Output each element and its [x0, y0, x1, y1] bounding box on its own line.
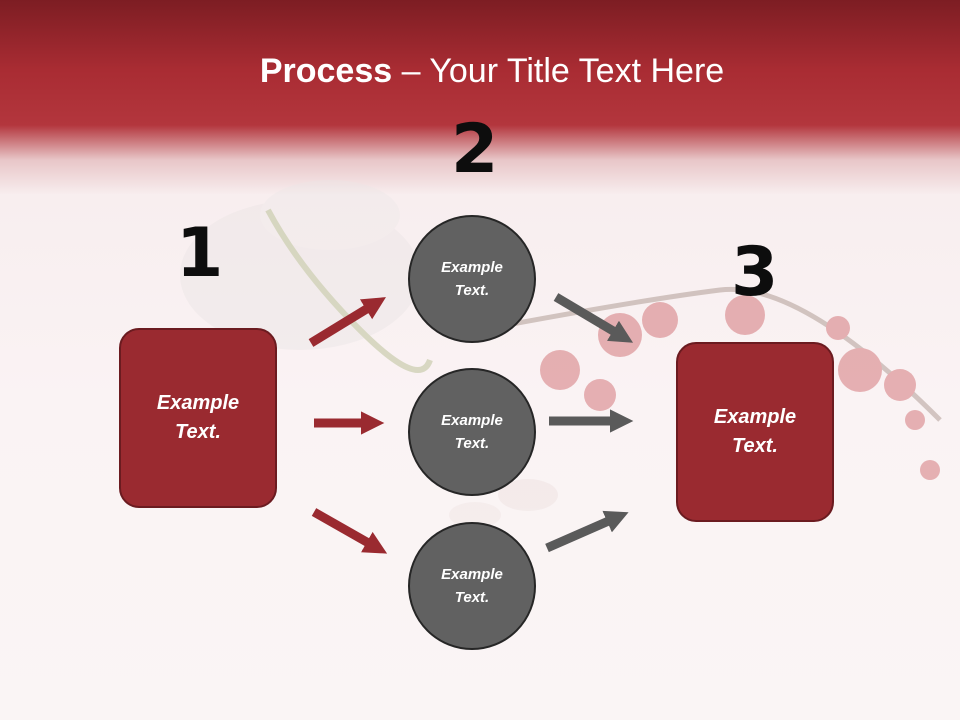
slide-title: Process – Your Title Text Here [0, 52, 960, 91]
circle-bottom[interactable]: Example Text. [408, 522, 536, 650]
circle-middle[interactable]: Example Text. [408, 368, 536, 496]
circle-top-label: Example Text. [441, 259, 503, 299]
title-bold: Process [259, 52, 393, 90]
title-rest: – Your Title Text Here [392, 52, 725, 90]
circle-middle-label: Example Text. [441, 412, 503, 452]
circle-bottom-label: Example Text. [441, 566, 503, 606]
step-number-2: 2 [451, 110, 499, 189]
step-number-1: 1 [176, 214, 224, 293]
candle-shape [498, 479, 558, 511]
arrow-lower-left [311, 508, 388, 554]
left-box-label: Example Text. [156, 392, 240, 443]
step-number-3: 3 [731, 233, 779, 312]
left-box[interactable]: Example Text. [119, 328, 277, 508]
right-box[interactable]: Example Text. [676, 342, 834, 522]
arrow-lower-right [545, 510, 629, 553]
arrow-upper-left [308, 297, 386, 347]
arrow-upper-right [553, 293, 634, 343]
right-box-label: Example Text. [713, 406, 797, 457]
circle-top[interactable]: Example Text. [408, 215, 536, 343]
